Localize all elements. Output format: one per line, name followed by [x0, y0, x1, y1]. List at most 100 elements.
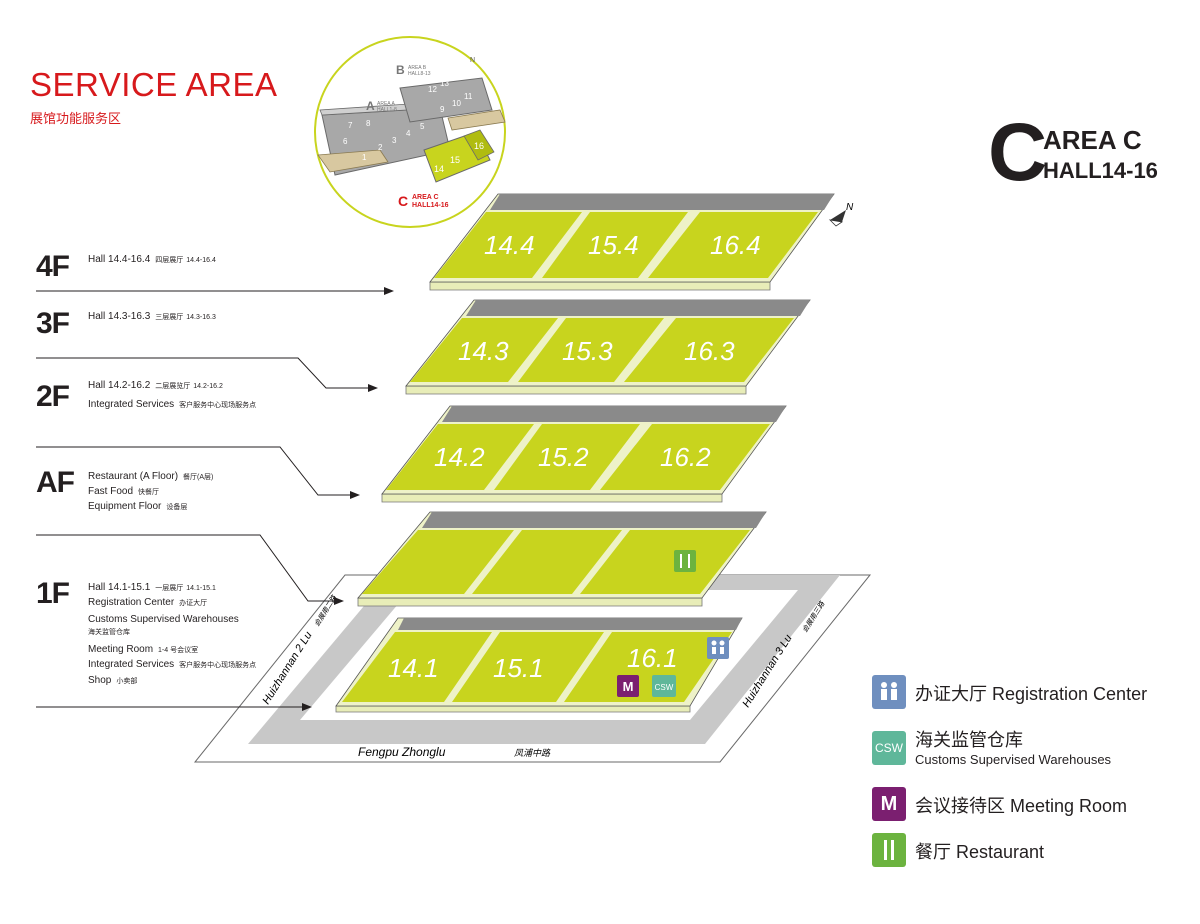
inset-area-b-halls: HALL8-13 — [408, 71, 431, 77]
legend-label-customs: 海关监管仓库 — [915, 730, 1023, 750]
compass-icon — [828, 210, 846, 227]
floor-1f-line-5: Meeting Room 1-4 号会议室 — [88, 644, 198, 655]
inset-hall-label: 3 — [392, 136, 397, 145]
hall-label: 15.4 — [588, 230, 639, 260]
legend-label-registration: 办证大厅 Registration Center — [915, 684, 1148, 704]
floor-1f-plate — [335, 617, 743, 713]
floor-1f-line-3: Customs Supervised Warehouses — [88, 614, 239, 625]
registration-legend-icon — [872, 675, 906, 709]
hall-16-4 — [648, 212, 818, 278]
inset-area-a-letter: A — [366, 99, 375, 113]
floor-4f-line-cn: 四层展厅 — [155, 257, 184, 264]
hall-label: 15.3 — [562, 336, 613, 366]
floor-3f-line-num: 14.3-16.3 — [186, 314, 216, 321]
floor-1f-line-5-cn: 1-4 号会议室 — [158, 647, 199, 654]
hall-label: 14.4 — [484, 230, 535, 260]
floor-3f-line-en: Hall 14.3-16.3 — [88, 311, 151, 322]
registration-icon — [707, 637, 729, 659]
floor-af-plate — [357, 511, 767, 607]
inset-hall-label: 9 — [440, 105, 445, 114]
floor-2f-line-2-en: Integrated Services — [88, 399, 175, 410]
hall-16-3 — [624, 318, 794, 382]
inset-hall-label: 10 — [452, 99, 461, 108]
inset-hall-label: 7 — [348, 121, 353, 130]
inset-locator-map: 6 7 8 1 2 3 4 5 9 10 11 12 13 14 15 16 B… — [314, 36, 506, 228]
floor-1f-line-7-cn: 小卖部 — [116, 678, 138, 685]
hall-label: 15.1 — [493, 653, 544, 683]
inset-area-a-halls: HALL1-8 — [377, 107, 397, 113]
floor-af-line-1: Restaurant (A Floor)餐厅(A层) — [88, 471, 213, 482]
hall-15-2 — [494, 424, 640, 490]
restaurant-legend-icon — [872, 833, 906, 867]
inset-north-label: N — [470, 57, 475, 64]
svg-text:M: M — [623, 679, 634, 694]
road-label-south: Fengpu Zhonglu — [358, 745, 446, 759]
hall-15-1 — [452, 632, 604, 702]
inset-area-c-letter: C — [398, 193, 408, 209]
floor-4f-line-en: Hall 14.4-16.4 — [88, 254, 151, 265]
arrow-heads — [302, 287, 394, 711]
inset-hall-label: 12 — [428, 85, 437, 94]
floor-1f-line-4-en: 海关监管仓库 — [88, 629, 130, 636]
hall-label: 15.2 — [538, 442, 589, 472]
hall-15-3 — [518, 318, 664, 382]
floor-af-line-2-cn: 快餐厅 — [138, 489, 160, 496]
floor-leader-lines — [36, 290, 392, 708]
area-letter: C — [988, 107, 1047, 198]
hall-14-3 — [410, 318, 558, 382]
inset-area-a-name: AREA A — [377, 101, 395, 107]
floor-af-line-3-en: Equipment Floor — [88, 501, 162, 512]
floor-1f-line-5-en: Meeting Room — [88, 644, 154, 655]
floor-label-2f: 2F — [36, 380, 70, 413]
hall-label: 16.1 — [627, 643, 678, 673]
hall-16-2 — [600, 424, 770, 490]
floor-3f-plate — [405, 299, 811, 395]
floor-1f-line-2-en: Registration Center — [88, 597, 175, 608]
hall-label: 16.3 — [684, 336, 735, 366]
floor-1f-line-1-num: 14.1-15.1 — [186, 585, 216, 592]
customs-warehouse-icon: CSW — [652, 675, 676, 697]
floor-4f-plate — [429, 193, 835, 291]
inset-hall-label: 16 — [474, 141, 484, 151]
floor-2f-line-1-num: 14.2-16.2 — [193, 383, 223, 390]
inset-hall-label: 6 — [343, 137, 348, 146]
svg-text:CSW: CSW — [655, 683, 674, 692]
page-subtitle: 展馆功能服务区 — [30, 111, 122, 126]
hall-14-1 — [342, 632, 492, 702]
inset-hall-label: 13 — [440, 79, 449, 88]
inset-hall-label: 14 — [434, 164, 444, 174]
floor-af-line-3-cn: 设备层 — [166, 504, 188, 511]
floor-2f-line-1-en: Hall 14.2-16.2 — [88, 380, 151, 391]
floor-label-1f: 1F — [36, 577, 70, 610]
hall-label: 14.1 — [388, 653, 439, 683]
floor-1f-line-1-cn: 一层展厅 — [155, 585, 184, 592]
inset-hall-label: 1 — [362, 153, 367, 162]
restaurant-icon — [674, 550, 696, 572]
hall-16-1 — [564, 632, 732, 702]
legend-sub-customs: Customs Supervised Warehouses — [915, 752, 1112, 767]
road-label-south-cn: 凤浦中路 — [514, 748, 551, 758]
hall-label: 14.2 — [434, 442, 485, 472]
legend-label-meeting: 会议接待区 Meeting Room — [915, 796, 1128, 816]
inset-area-b-name: AREA B — [408, 65, 427, 71]
customs-legend-icon: CSW — [872, 731, 906, 765]
floor-af-line-2-en: Fast Food — [88, 486, 134, 497]
floor-1f-line-3-en: Customs Supervised Warehouses — [88, 614, 239, 625]
inset-area-c-name: AREA C — [412, 194, 439, 201]
floor-1f-line-1-en: Hall 14.1-15.1 — [88, 582, 151, 593]
hall-label: 14.3 — [458, 336, 509, 366]
floor-af-line-3: Equipment Floor 设备层 — [88, 501, 187, 512]
area-name: AREA C — [1043, 125, 1142, 155]
hall-15-4 — [542, 212, 688, 278]
area-halls: HALL14-16 — [1043, 158, 1158, 183]
floor-label-3f: 3F — [36, 307, 70, 340]
north-label: N — [846, 202, 854, 213]
floor-af-line-1-en: Restaurant (A Floor) — [88, 471, 179, 482]
